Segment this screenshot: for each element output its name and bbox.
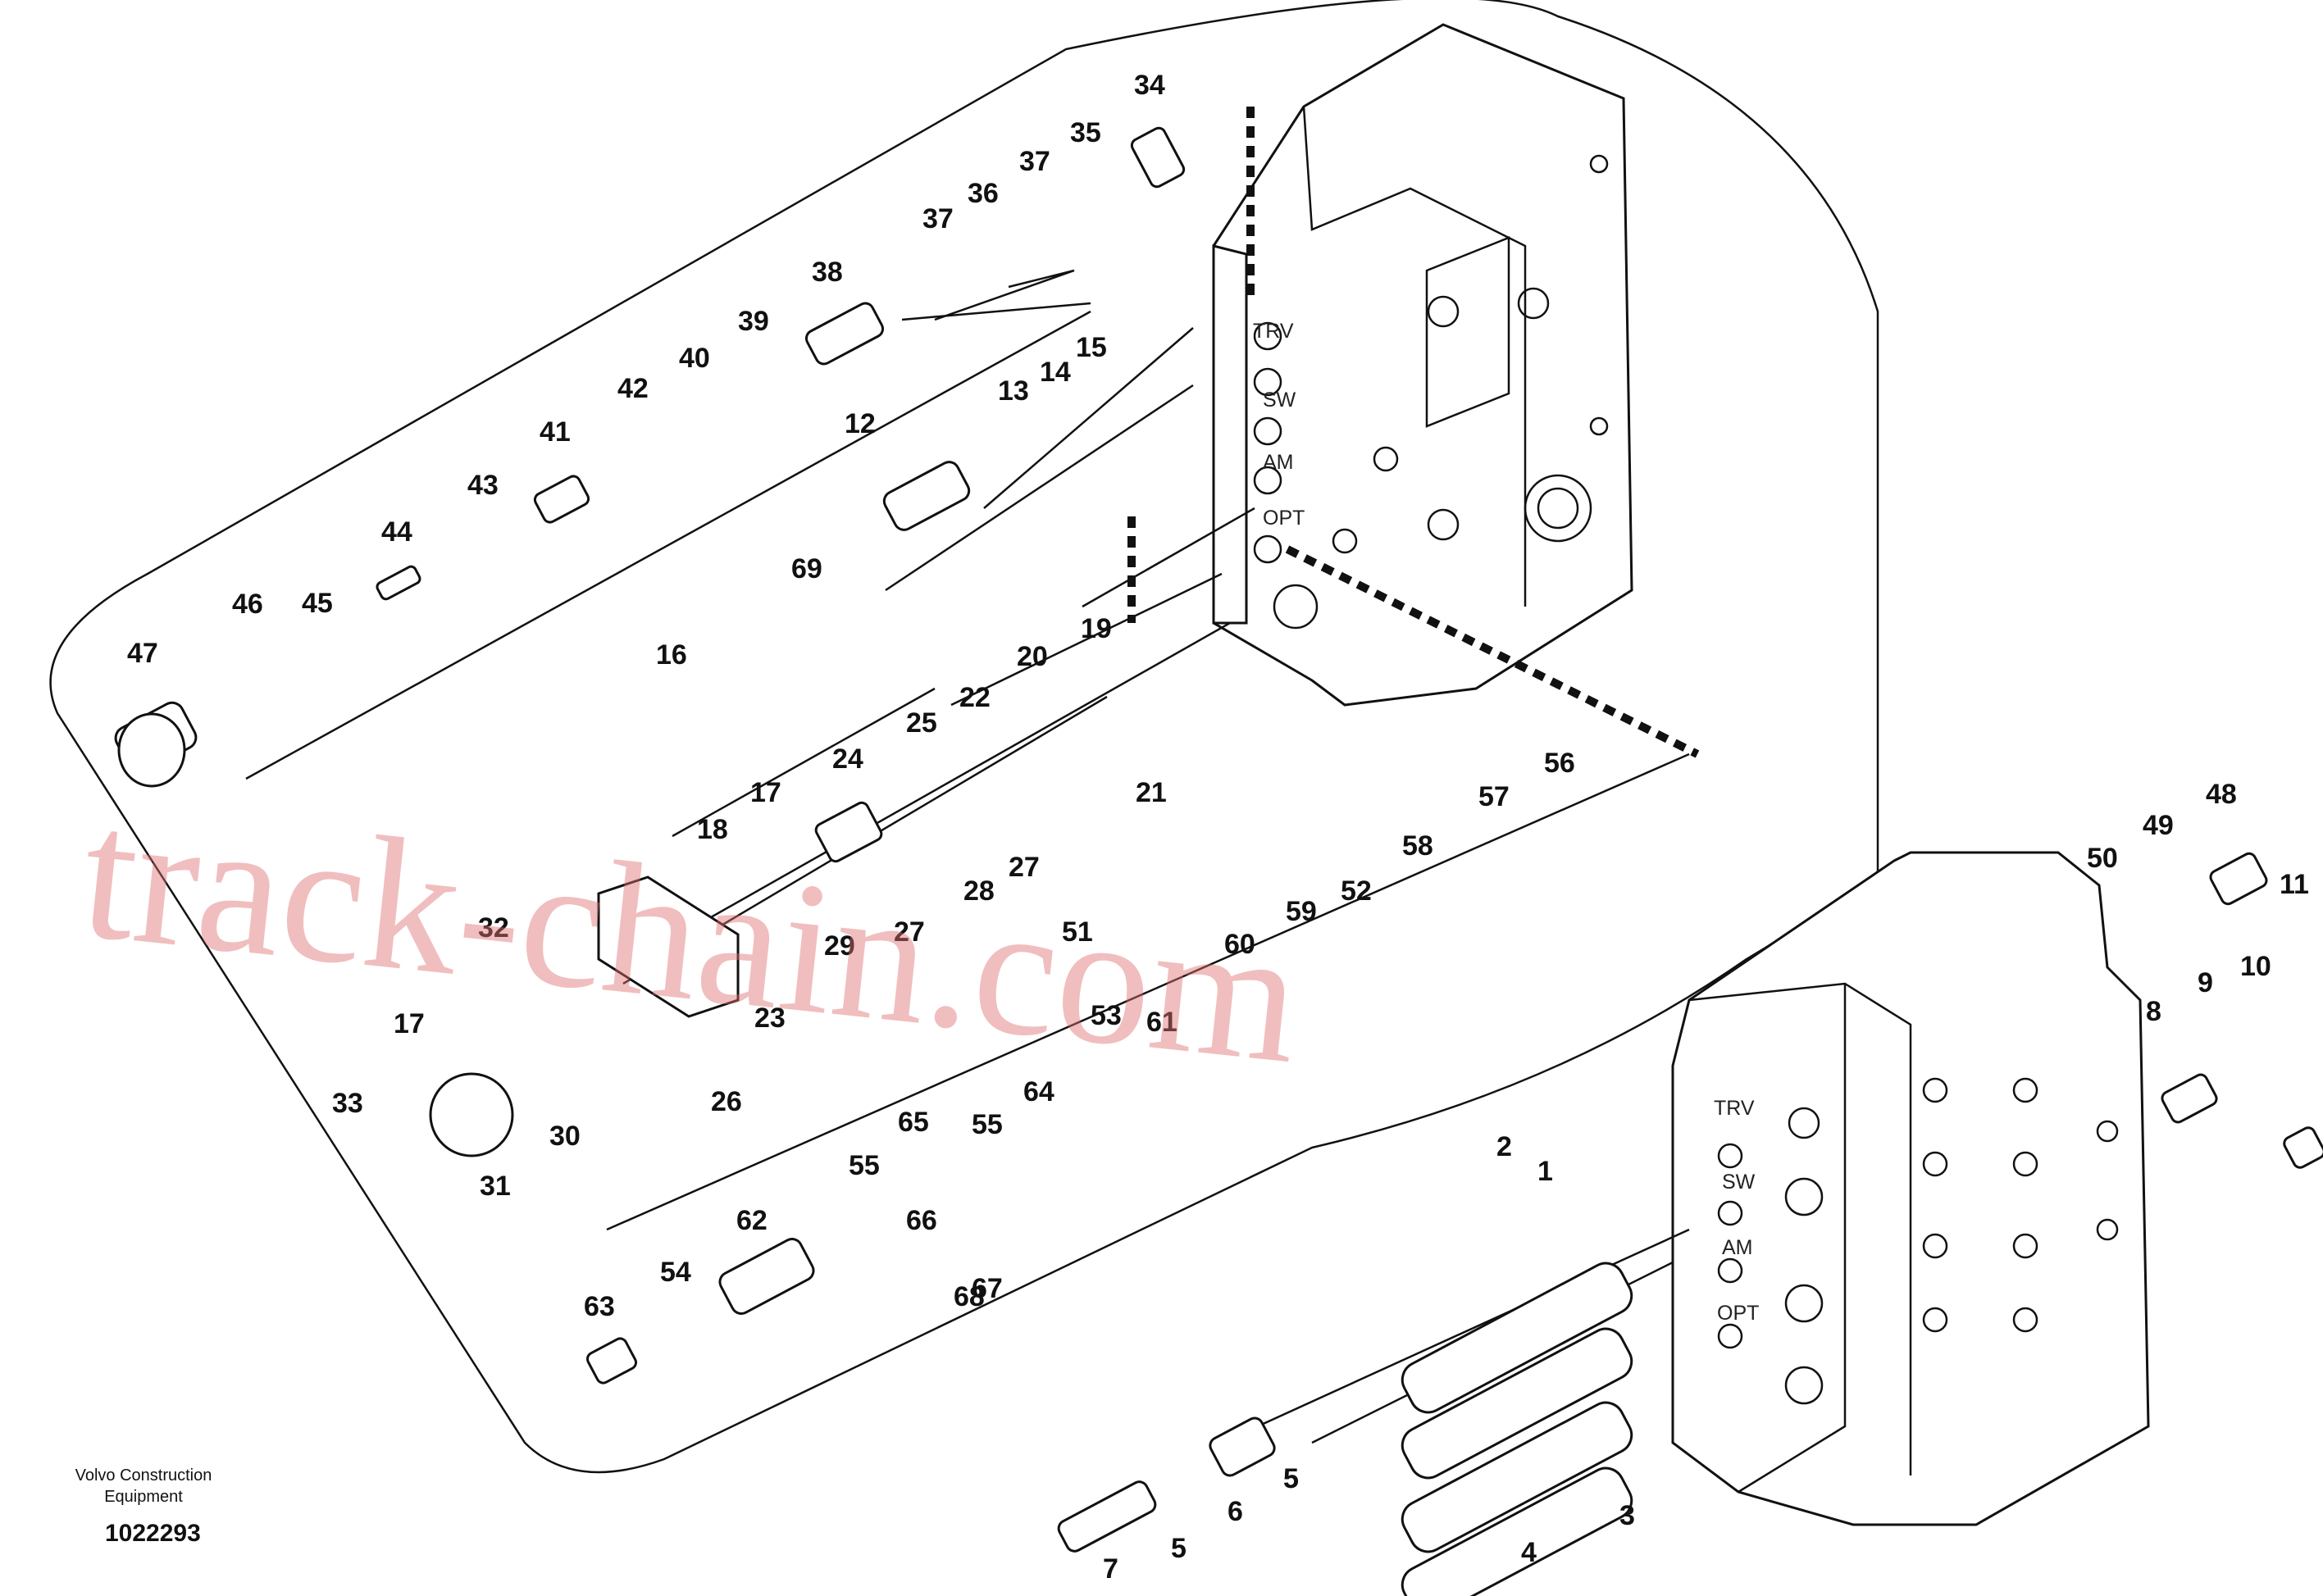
- callout: 14: [1040, 357, 1071, 388]
- port-labels-upper: TRV SW AM OPT: [1253, 320, 1305, 530]
- callout: 56: [1544, 748, 1575, 779]
- callout: 33: [332, 1088, 363, 1119]
- callout: 26: [711, 1086, 742, 1117]
- callout: 8: [2146, 996, 2161, 1027]
- callout: 12: [845, 408, 876, 439]
- callout: 10: [2240, 951, 2271, 982]
- callout: 16: [656, 639, 687, 671]
- callout: 55: [972, 1109, 1003, 1140]
- lower-valve-housing: [1671, 851, 2150, 1526]
- callout: 15: [1076, 332, 1107, 363]
- callout: 66: [906, 1205, 937, 1236]
- callout: 52: [1341, 875, 1372, 907]
- callouts: 1 2 3 4 5 5 5 6 7 8 9 10 11 12 13 14 15 …: [127, 70, 2309, 1585]
- callout: 61: [1146, 1007, 1177, 1038]
- publisher-line1: Volvo Construction: [75, 1466, 212, 1485]
- drawing-number: 1022293: [105, 1520, 201, 1547]
- callout: 60: [1224, 929, 1255, 960]
- callout: 69: [791, 553, 822, 584]
- upper-valve-housing: [1212, 23, 1633, 707]
- callout: 39: [738, 306, 769, 337]
- callout: 6: [1228, 1496, 1243, 1527]
- callout: 4: [1521, 1537, 1537, 1568]
- port-label: SW: [1722, 1171, 1756, 1194]
- lower-parts: [1057, 852, 2323, 1596]
- callout: 13: [998, 375, 1029, 407]
- callout: 35: [1070, 117, 1101, 148]
- publisher-line2: Equipment: [104, 1488, 183, 1506]
- callout: 7: [1103, 1553, 1118, 1585]
- upper-parts: [114, 126, 1186, 1385]
- callout: 64: [1023, 1076, 1054, 1107]
- watermark: track-chain.com: [74, 767, 1309, 1103]
- callout: 23: [754, 1003, 786, 1034]
- callout: 49: [2143, 810, 2174, 841]
- callout: 37: [1019, 146, 1050, 177]
- callout: 5: [1283, 1463, 1299, 1494]
- callout: 55: [849, 1150, 880, 1181]
- callout: 36: [968, 178, 999, 209]
- port-labels-lower: TRV SW AM OPT: [1714, 1097, 1759, 1325]
- callout: 2: [1496, 1131, 1512, 1162]
- callout: 30: [549, 1121, 581, 1152]
- port-label: AM: [1722, 1236, 1753, 1259]
- callout: 9: [2198, 967, 2213, 998]
- port-label: TRV: [1714, 1097, 1755, 1120]
- callout: 17: [750, 777, 781, 808]
- callout: 42: [617, 373, 649, 404]
- callout: 46: [232, 589, 263, 620]
- callout: 45: [302, 588, 333, 619]
- callout: 31: [480, 1171, 511, 1202]
- detail-enclosure: [49, 0, 1879, 1474]
- port-label: TRV: [1253, 320, 1294, 343]
- callout: 67: [972, 1273, 1003, 1304]
- callout: 57: [1478, 781, 1510, 812]
- callout: 20: [1017, 641, 1048, 672]
- callout: 21: [1136, 777, 1167, 808]
- callout: 62: [736, 1205, 768, 1236]
- callout: 37: [922, 203, 954, 234]
- callout: 29: [824, 930, 855, 962]
- callout: 51: [1062, 916, 1093, 948]
- callout: 68: [954, 1281, 985, 1312]
- callout: 65: [898, 1107, 929, 1138]
- callout: 63: [584, 1291, 615, 1322]
- callout: 34: [1134, 70, 1165, 101]
- callout: 27: [894, 916, 925, 948]
- callout: 50: [2087, 843, 2118, 874]
- callout: 28: [963, 875, 995, 907]
- callout: 24: [832, 743, 863, 775]
- callout: 58: [1402, 830, 1433, 862]
- callout: 17: [394, 1008, 425, 1039]
- callout: 18: [697, 814, 728, 845]
- callout: 48: [2206, 779, 2237, 810]
- callout: 5: [1283, 1463, 1299, 1494]
- port-label: OPT: [1717, 1302, 1759, 1325]
- callout: 5: [1171, 1533, 1187, 1564]
- callout: 3: [1619, 1500, 1635, 1531]
- callout: 59: [1286, 896, 1317, 927]
- port-label: OPT: [1263, 507, 1305, 530]
- callout: 19: [1081, 613, 1112, 644]
- callout: 32: [478, 912, 509, 944]
- dashed-leader-right: [1285, 545, 1700, 758]
- callout: 44: [381, 516, 412, 548]
- port-label: AM: [1263, 451, 1294, 474]
- callout: 22: [959, 682, 991, 713]
- callout: 47: [127, 638, 158, 669]
- callout: 1: [1537, 1156, 1553, 1187]
- port-label: SW: [1263, 389, 1296, 412]
- callout: 43: [467, 470, 499, 501]
- callout: 38: [812, 257, 843, 288]
- callout: 53: [1091, 1000, 1122, 1031]
- callout: 54: [660, 1257, 691, 1288]
- callout: 40: [679, 343, 710, 374]
- callout: 11: [2280, 869, 2309, 900]
- callout: 41: [540, 416, 571, 448]
- callout: 25: [906, 707, 937, 739]
- callout: 27: [1009, 852, 1040, 883]
